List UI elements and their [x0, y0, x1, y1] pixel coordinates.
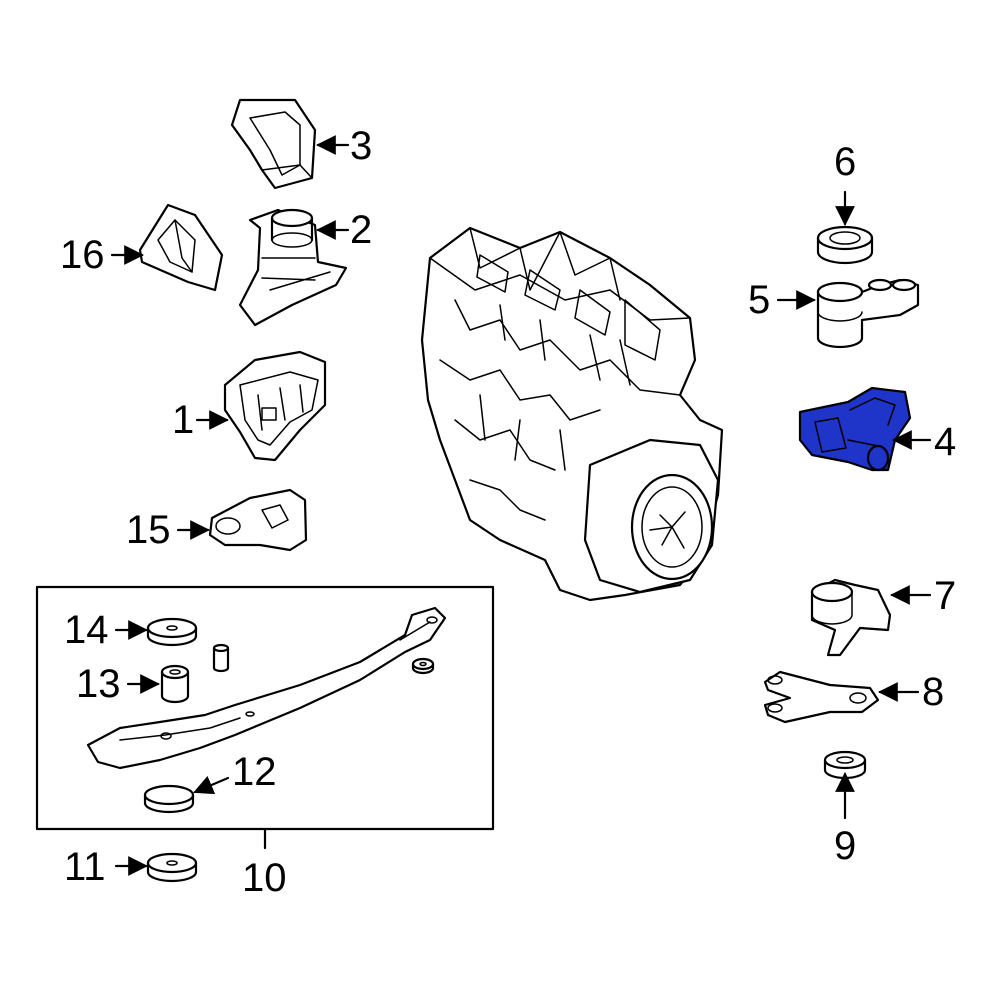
callout-9: 9: [834, 824, 857, 868]
part-5-mount: [816, 278, 920, 349]
pin: [212, 643, 230, 673]
callout-5: 5: [748, 278, 771, 322]
part-12-washer: [143, 784, 195, 814]
callout-12: 12: [232, 750, 277, 794]
engine-assembly: [420, 226, 724, 602]
crossmember: [86, 606, 447, 770]
arrow-12: [193, 775, 230, 795]
part-13-bushing: [160, 664, 190, 704]
callout-16: 16: [60, 233, 105, 277]
nut: [411, 657, 435, 675]
callout-4: 4: [934, 420, 957, 464]
callout-11: 11: [64, 845, 106, 889]
part-9-grommet: [823, 750, 867, 780]
part-11-washer: [146, 852, 198, 883]
callout-14: 14: [64, 608, 109, 652]
callout-10: 10: [242, 856, 287, 900]
part-14-washer: [146, 617, 198, 647]
part-2-mount: [238, 208, 348, 327]
leader-arrows: [110, 135, 932, 876]
callout-8: 8: [922, 670, 945, 714]
part-6-grommet: [816, 225, 874, 265]
part-15-plate: [208, 488, 308, 552]
callout-1: 1: [172, 398, 195, 442]
part-4-mount-highlighted: [798, 386, 912, 472]
part-3-bracket: [230, 98, 317, 190]
part-1-bracket: [223, 350, 327, 462]
part-8-arm: [763, 670, 880, 724]
callout-2: 2: [350, 208, 373, 252]
part-7-bracket: [810, 578, 892, 657]
callout-7: 7: [934, 574, 957, 618]
callout-6: 6: [834, 140, 857, 184]
part-16-bracket: [138, 203, 224, 292]
callout-15: 15: [126, 508, 171, 552]
callout-3: 3: [350, 124, 373, 168]
callout-13: 13: [76, 662, 121, 706]
